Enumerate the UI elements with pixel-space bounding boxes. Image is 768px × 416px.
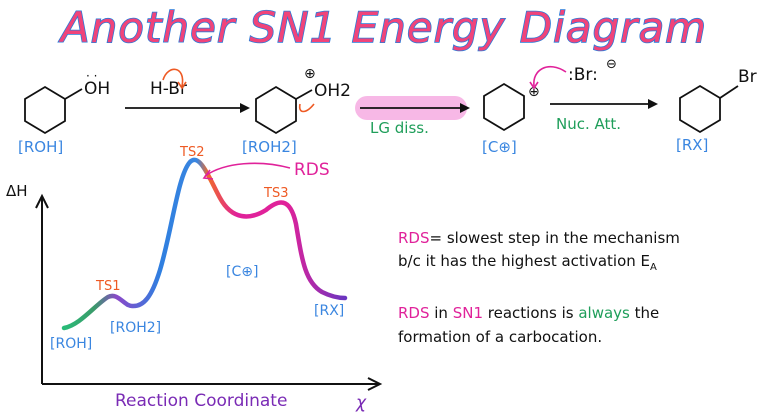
- note-rds-key: RDS: [398, 229, 430, 247]
- reaction-arrowhead-3: [648, 99, 658, 109]
- note-sn1-rule-line2: formation of a carbocation.: [398, 328, 602, 346]
- note-rule-rds: RDS: [398, 304, 430, 322]
- note-rule-reactions: reactions is: [483, 304, 578, 322]
- note-rds-definition: RDS= slowest step in the mechanism: [398, 229, 680, 247]
- ts3-label: TS3: [263, 186, 288, 201]
- ts2-label: TS2: [179, 145, 204, 160]
- oh2-label: OH2: [314, 81, 351, 101]
- x-axis-label: Reaction Coordinate: [115, 391, 287, 411]
- hbr-reagent: H-Br: [150, 79, 187, 99]
- ts1-label: TS1: [95, 279, 120, 294]
- diagram-rx-label: [RX]: [314, 303, 344, 319]
- rds-pointer-head: [202, 169, 214, 180]
- lone-pairs-oh: · ·: [86, 69, 97, 83]
- diagram-roh2-label: [ROH2]: [110, 320, 161, 336]
- note-activation-subscript: A: [650, 262, 657, 273]
- diagram-roh-label: [ROH]: [50, 336, 92, 352]
- page-title: Another SN1 Energy Diagram: [58, 3, 707, 52]
- rx-label: [RX]: [676, 136, 708, 154]
- oxonium-structure: [255, 85, 313, 135]
- note-rule-the: the: [630, 304, 659, 322]
- note-rule-in: in: [430, 304, 453, 322]
- note-rds-reason: b/c it has the highest activation EA: [398, 252, 657, 273]
- roh-label: [ROH]: [18, 138, 63, 156]
- curved-arrow-head-nuc: [529, 81, 539, 90]
- y-axis-arrowhead: [35, 193, 49, 209]
- rds-pointer-arrow: [204, 162, 291, 177]
- carbocation-structure: [483, 82, 525, 132]
- lg-diss-label: LG diss.: [370, 119, 429, 137]
- note-sn1-rule: RDS in SN1 reactions is always the: [398, 304, 659, 322]
- roh2-label: [ROH2]: [242, 138, 297, 156]
- note-rds-line1: = slowest step in the mechanism: [430, 229, 680, 247]
- reaction-arrowhead-2: [460, 103, 470, 113]
- x-axis-symbol: χ: [355, 393, 367, 413]
- y-axis-label: ΔH: [6, 182, 28, 200]
- rds-label: RDS: [294, 160, 330, 180]
- curved-arrow-leaving: [298, 103, 315, 113]
- curved-arrow-hbr: [162, 68, 184, 87]
- curved-arrow-nuc: [533, 66, 567, 87]
- br-label: Br: [738, 67, 757, 87]
- note-rule-sn1: SN1: [453, 304, 483, 322]
- plus-charge-oxonium: ⊕: [304, 66, 316, 82]
- bromocyclohexane-structure: [679, 84, 739, 134]
- cplus-label: [C⊕]: [482, 138, 517, 156]
- nuc-att-label: Nuc. Att.: [556, 115, 621, 133]
- energy-profile-curve: [61, 157, 348, 331]
- diagram-cplus-label: [C⊕]: [226, 264, 258, 280]
- reaction-arrowhead-1: [240, 103, 250, 113]
- bromide-charge: ⊖: [606, 57, 617, 72]
- oh-label: OH: [84, 79, 110, 99]
- curved-arrow-head-hbr: [177, 81, 187, 90]
- cyclohexanol-structure: [24, 85, 83, 135]
- x-axis-arrowhead: [367, 377, 383, 391]
- carbocation-plus: ⊕: [528, 84, 540, 100]
- note-rule-always: always: [578, 304, 630, 322]
- bromide-anion: :Br:: [568, 65, 598, 85]
- note-rds-line2: b/c it has the highest activation E: [398, 252, 650, 270]
